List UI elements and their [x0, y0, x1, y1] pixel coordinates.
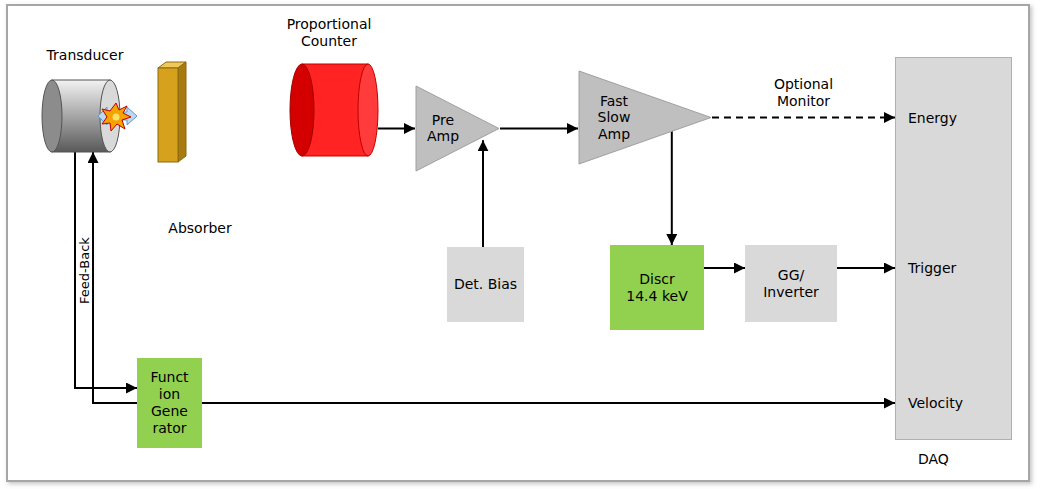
box-label: Det. Bias — [454, 276, 517, 293]
signal-line — [93, 152, 137, 403]
component-label: Proportional Counter — [274, 16, 384, 50]
edge-label: Optional Monitor — [759, 76, 849, 110]
process-box: Discr 14.4 keV — [610, 245, 704, 330]
box-label: Discr 14.4 keV — [624, 271, 690, 305]
amplifier-label: Fast Slow Amp — [584, 92, 644, 142]
box-label: Funct ion Gene rator — [141, 369, 198, 436]
edge-label: Feed-Back — [78, 236, 91, 305]
daq-box: EnergyTriggerVelocityDAQ — [895, 57, 1012, 440]
outer-frame — [7, 5, 1029, 481]
process-box: Funct ion Gene rator — [137, 358, 202, 448]
signal-line — [500, 128, 578, 130]
box-label: GG/ Inverter — [751, 267, 831, 301]
amplifier-triangle: Pre Amp — [415, 85, 500, 172]
amplifier-triangle: Fast Slow Amp — [578, 70, 712, 165]
signal-line — [837, 267, 895, 269]
signal-line — [704, 267, 745, 269]
process-box: GG/ Inverter — [745, 245, 837, 322]
signal-line — [671, 130, 673, 245]
signal-line — [378, 128, 415, 130]
input-label: Trigger — [908, 260, 956, 277]
signal-line — [202, 402, 895, 404]
component-label: Absorber — [150, 220, 250, 237]
dashed-signal-line — [712, 117, 895, 119]
component-label: Transducer — [30, 47, 140, 64]
signal-line — [482, 140, 484, 247]
input-label: Energy — [908, 110, 957, 127]
input-label: Velocity — [908, 395, 963, 412]
transducer-node: Transducer — [40, 45, 130, 152]
signal-line — [75, 152, 137, 388]
absorber-node: Absorber — [150, 60, 250, 240]
amplifier-label: Pre Amp — [419, 112, 467, 146]
absorber-illustration — [150, 60, 250, 240]
daq-label: DAQ — [918, 451, 949, 468]
counter-node: Proportional Counter — [280, 8, 378, 158]
process-box: Det. Bias — [447, 247, 524, 322]
